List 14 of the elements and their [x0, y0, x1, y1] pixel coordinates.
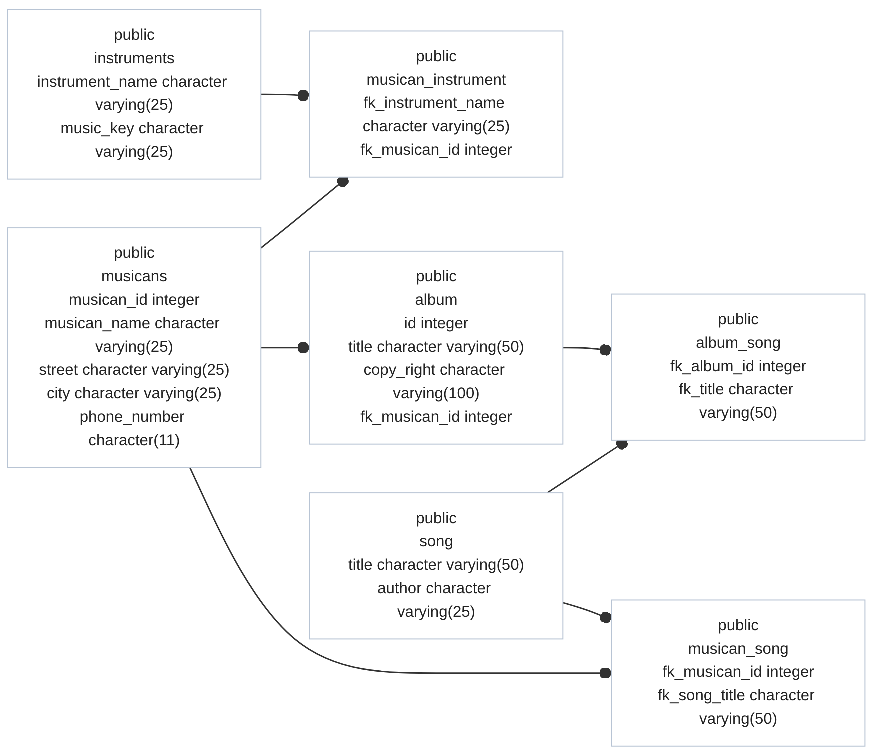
- node-box: public musican_song fk_musican_id integer fk_song_title character varying(50): [611, 600, 866, 747]
- node-box: public song title character varying(50) author character varying(25): [309, 492, 564, 640]
- connector: [261, 90, 310, 102]
- node-box: public musican_instrument fk_instrument_name character varying(25) fk_musican_id integer: [309, 30, 564, 178]
- node-box: public instruments instrument_name character varying(25) music_key character varying(25): [7, 9, 262, 180]
- connector: [189, 467, 612, 680]
- node-box: public musicans musican_id integer musican_name character varying(25) street character varying(25) city character varying(25) phone_number character(11): [7, 227, 262, 468]
- node-box: public album_song fk_album_id integer fk_title character varying(50): [611, 294, 866, 441]
- node-box: public album id integer title character varying(50) copy_right character varying(100) fk_musican_id integer: [309, 250, 564, 445]
- connector: [547, 438, 628, 494]
- connector: [562, 602, 612, 624]
- connector: [261, 342, 310, 354]
- connector: [260, 175, 349, 249]
- connector: [563, 344, 612, 356]
